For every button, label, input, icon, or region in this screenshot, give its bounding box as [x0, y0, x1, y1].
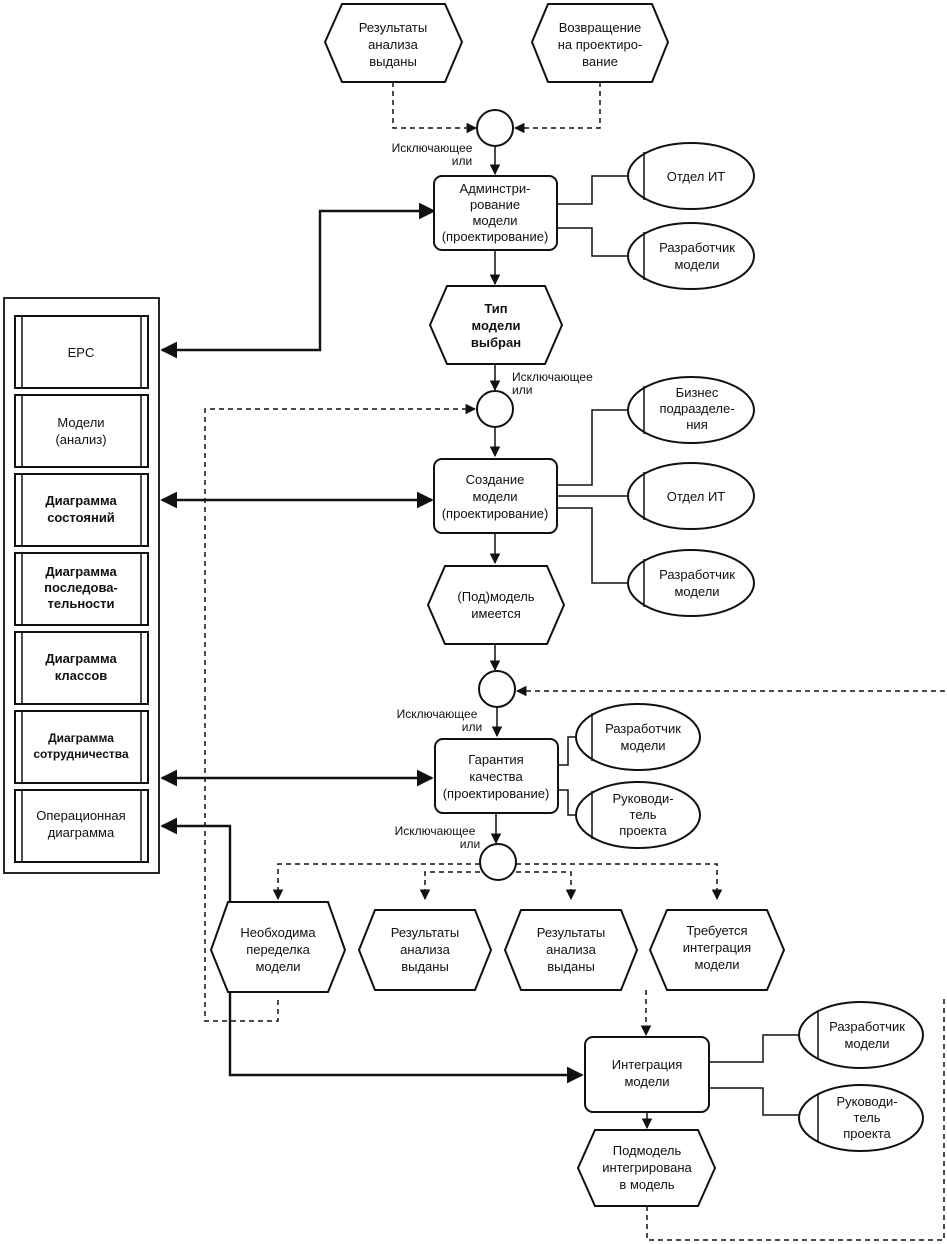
role-it-1: Отдел ИТ: [627, 142, 755, 210]
link-admin-dev: [557, 227, 628, 257]
flow-xor4-to-results-a: [419, 871, 480, 901]
diagram-type-models-analysis[interactable]: Модели(анализ): [14, 394, 149, 468]
flow-return-to-xor1: [513, 82, 601, 134]
role-it-1-label: Отдел ИТ: [667, 169, 726, 184]
diagram-type-models-analysis-label: Модели(анализ): [55, 415, 106, 447]
role-it-2-label: Отдел ИТ: [667, 489, 726, 504]
diagram-type-epc[interactable]: EPC: [14, 315, 149, 389]
flow-rework-loop: [204, 403, 477, 1022]
xor-connector-3: [478, 670, 516, 708]
flow-return-loop-to-xor3: [515, 685, 945, 697]
flow-results-to-xor1: [392, 82, 478, 134]
link-integration-pm: [709, 1087, 800, 1116]
link-create-business: [557, 409, 628, 486]
link-integration-dev: [709, 1034, 800, 1063]
link-admin-it: [557, 175, 628, 205]
role-it-2: Отдел ИТ: [627, 462, 755, 530]
link-create-dev: [557, 507, 628, 584]
xor-connector-4: [479, 843, 517, 881]
xor-connector-1: [476, 109, 514, 147]
xor-connector-2: [476, 390, 514, 428]
flow-integrated-return-loop: [646, 995, 945, 1241]
link-quality-pm: [558, 789, 576, 816]
link-quality-dev: [558, 736, 576, 766]
diagram-type-epc-label: EPC: [68, 345, 95, 360]
flow-xor4-to-rework: [272, 863, 480, 901]
flow-xor4-to-results-b: [516, 871, 577, 901]
flow-xor4-to-integration-needed: [516, 863, 723, 901]
link-admin-epc: [160, 202, 436, 359]
